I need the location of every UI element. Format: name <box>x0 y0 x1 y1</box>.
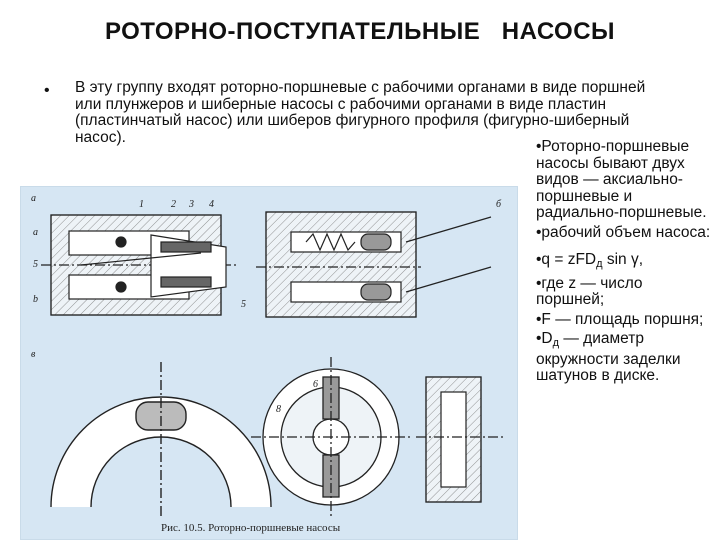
figure-label-lb: b <box>33 294 38 305</box>
intro-paragraph: В эту группу входят роторно-поршневые с … <box>75 79 646 146</box>
z-definition: •где z — число поршней; <box>536 274 643 308</box>
formula-suffix: sin γ, <box>602 251 644 268</box>
figure-label-5: 5 <box>33 259 38 270</box>
figure-label-2: 2 <box>171 199 176 210</box>
side-section-drawing <box>416 376 506 503</box>
disc-arc-drawing <box>50 362 272 517</box>
d-definition: •Dд — диаметр окружности заделки шатунов… <box>536 330 714 385</box>
figure-label-5-large: 5 <box>241 299 246 310</box>
piston-spring-drawing <box>256 211 492 318</box>
figure-label-b: б <box>496 199 502 210</box>
intro-bullet: • <box>44 82 50 99</box>
pump-diagram-figure: а б в а b 1 2 3 4 5 6 8 5 Рис. 10.5. Рот… <box>20 186 518 540</box>
figure-label-4: 4 <box>209 199 214 210</box>
figure-label-v: в <box>31 349 36 360</box>
figure-label-1: 1 <box>139 199 144 210</box>
pump-diagram-svg: а б в а b 1 2 3 4 5 6 8 5 Рис. 10.5. Рот… <box>31 193 506 534</box>
radial-pump-drawing <box>251 357 411 517</box>
formula-line: •q = zFDд sin γ, <box>536 251 714 273</box>
figure-caption: Рис. 10.5. Роторно-поршневые насосы <box>161 522 341 534</box>
figure-label-a: а <box>31 193 36 204</box>
working-volume-text: •рабочий объем насоса: <box>536 223 711 241</box>
d-suffix: — диаметр окружности заделки шатунов в д… <box>536 330 681 384</box>
axial-pump-drawing <box>41 214 236 316</box>
figure-label-8: 8 <box>276 404 281 415</box>
figure-label-6: 6 <box>313 379 318 390</box>
formula-prefix: •q = zFD <box>536 251 597 268</box>
figure-label-3: 3 <box>188 199 194 210</box>
pump-types-text: •Роторно-поршневые насосы бывают двух ви… <box>536 138 707 221</box>
right-text-column: •Роторно-поршневые насосы бывают двух ви… <box>536 138 714 388</box>
figure-label-la: а <box>33 227 38 238</box>
d-prefix: •D <box>536 330 553 347</box>
f-definition: •F — площадь поршня; <box>536 310 704 328</box>
formula-subscript: д <box>596 258 603 270</box>
slide-title: РОТОРНО-ПОСТУПАТЕЛЬНЫЕ НАСОСЫ <box>104 18 616 45</box>
d-subscript: д <box>552 337 560 349</box>
